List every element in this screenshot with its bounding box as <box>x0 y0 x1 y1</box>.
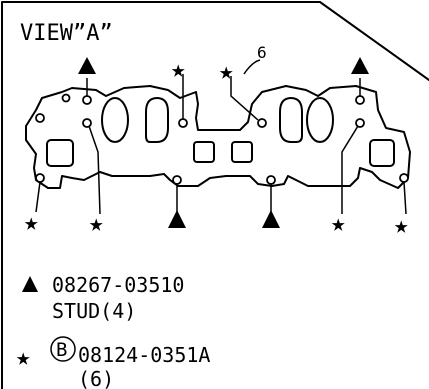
star-marker-icon: ★ <box>331 209 345 237</box>
leader-star-bottom-left <box>35 181 41 213</box>
callout-6-curve <box>243 59 261 75</box>
triangle-marker-icon <box>351 57 369 74</box>
legend-circled-letter: B <box>56 339 67 361</box>
legend-star-part: 08124-0351A <box>78 343 210 367</box>
legend-triangle-icon <box>22 276 38 292</box>
star-marker-icon: ★ <box>219 57 233 85</box>
hole-bottom-right <box>399 173 409 183</box>
star-marker-icon: ★ <box>171 55 185 83</box>
exhaust-port-2 <box>145 97 169 143</box>
hole-center-right <box>257 118 267 128</box>
hole-bottom-left <box>35 173 45 183</box>
leader-star-left <box>88 125 101 215</box>
hole-bottom-center-left <box>172 175 182 185</box>
square-port-3 <box>231 141 253 163</box>
view-title: VIEW”A” <box>20 21 113 46</box>
legend-triangle-part: 08267-03510 <box>52 273 184 297</box>
hole-left-mid <box>82 118 92 128</box>
exhaust-port-1 <box>101 97 129 143</box>
callout-number: 6 <box>257 43 267 62</box>
exhaust-port-4 <box>306 97 334 143</box>
leader-callout-6 <box>230 76 259 121</box>
hole-right-mid <box>355 118 365 128</box>
triangle-marker-icon <box>78 57 96 74</box>
hole-center-left <box>178 118 188 128</box>
legend-star-icon: ★ <box>16 343 30 371</box>
star-marker-icon: ★ <box>89 209 103 237</box>
legend-star-qty: (6) <box>78 367 114 389</box>
hole-stud-left <box>82 95 92 105</box>
hole-stud-right <box>355 95 365 105</box>
leader-star-right <box>341 125 359 214</box>
hole-top-left-small <box>61 93 71 103</box>
square-port-1 <box>46 139 74 167</box>
hole-bottom-center-right <box>266 175 276 185</box>
triangle-marker-icon <box>168 210 186 228</box>
square-port-4 <box>369 139 395 167</box>
square-port-2 <box>193 141 215 163</box>
hole-upper-left <box>35 113 45 123</box>
gasket-outline <box>25 85 411 189</box>
star-marker-icon: ★ <box>24 208 38 236</box>
legend-circled-letter-ring <box>50 336 76 362</box>
legend-triangle-desc: STUD(4) <box>52 299 136 323</box>
leader-star-bottom-right <box>403 181 407 215</box>
triangle-marker-icon <box>262 210 280 228</box>
exhaust-port-3 <box>279 97 303 143</box>
star-marker-icon: ★ <box>394 211 408 239</box>
